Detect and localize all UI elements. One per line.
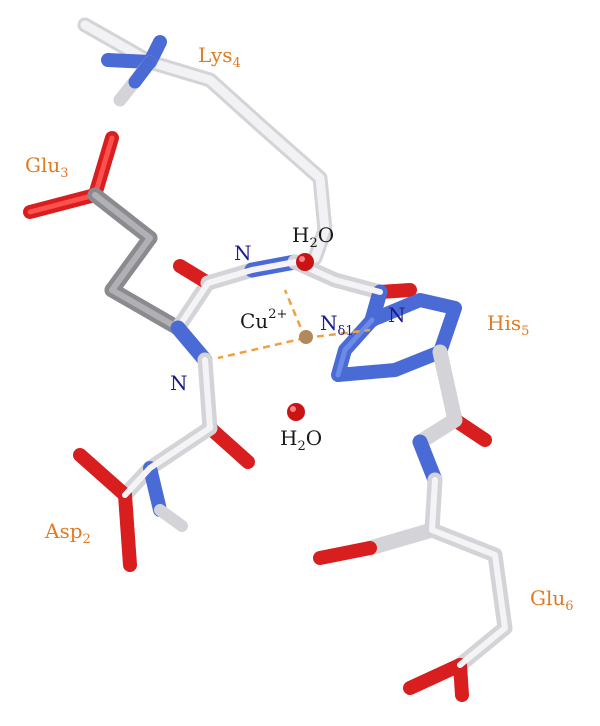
water-top-oxygen	[296, 253, 314, 271]
n-delta1-label: Nδ1	[320, 311, 354, 339]
water-top-label: H2O	[292, 223, 334, 251]
n-right-label: N	[388, 303, 406, 327]
copper-label: Cu2+	[240, 307, 287, 333]
residue-label-glu3: Glu3	[25, 153, 69, 181]
n-left-label: N	[170, 371, 188, 395]
water-bottom-oxygen	[287, 403, 305, 421]
residue-label-his: His5	[487, 311, 529, 339]
residue-label-lys: Lys4	[198, 43, 241, 71]
glu3-side-chain	[23, 131, 186, 336]
coordination-bonds	[217, 289, 371, 360]
lys-side-chain	[77, 17, 333, 266]
copper-ion	[299, 330, 313, 344]
glu6-chain	[313, 472, 513, 702]
n-top-label: N	[234, 241, 252, 265]
residue-label-asp: Asp2	[44, 519, 91, 547]
backbone-left	[73, 320, 255, 572]
residue-label-glu6: Glu6	[530, 586, 574, 614]
water-bottom-label: H2O	[280, 426, 322, 454]
his-ring	[331, 293, 492, 488]
